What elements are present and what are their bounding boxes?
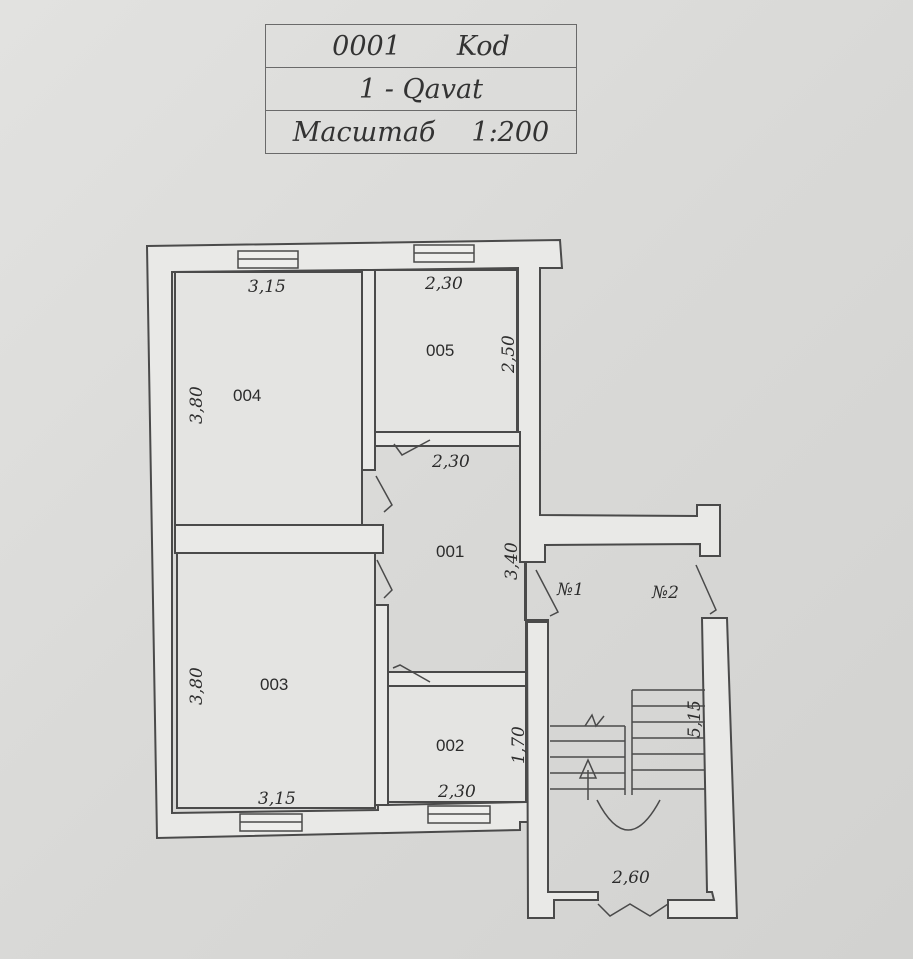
window-top-middle: [413, 244, 475, 263]
stair-outer-wall: [525, 621, 599, 919]
dim-stair-width: 2,60: [611, 868, 650, 888]
dim-003-width: 3,15: [258, 789, 296, 809]
inner-walls: [174, 269, 527, 806]
room-label-004: 004: [233, 386, 261, 405]
dim-003-height: 3,80: [187, 667, 207, 705]
window-top-left: [237, 250, 299, 269]
title-block: 0001 Kod 1 - Qavat Масштаб 1:200: [265, 24, 577, 154]
dim-001-width: 2,30: [431, 452, 470, 472]
stair-walls: [525, 617, 739, 919]
scale-label: Масштаб: [292, 117, 436, 148]
dim-002-height: 1,70: [509, 726, 529, 764]
doors: [375, 439, 717, 917]
room-label-005: 005: [426, 341, 454, 360]
title-row-floor: 1 - Qavat: [266, 68, 576, 111]
room-002-floor: [387, 685, 527, 803]
door-002: [392, 664, 431, 683]
floor-label: 1 - Qavat: [359, 73, 483, 105]
dim-005-width: 2,30: [424, 274, 463, 294]
door-n2: [695, 564, 717, 615]
staircase: [550, 689, 705, 831]
wall-004-003: [174, 524, 384, 554]
wall-001-002: [387, 671, 527, 687]
room-label-003: 003: [260, 675, 288, 694]
code-number: 0001: [332, 30, 401, 62]
scale-value: 1:200: [471, 117, 550, 148]
dim-001-height: 3,40: [502, 542, 522, 580]
stair-right-wall: [667, 617, 739, 919]
door-entrance: [597, 903, 669, 917]
windows: [237, 244, 491, 832]
dim-004-width: 3,15: [248, 277, 286, 297]
wall-hall-left: [361, 269, 376, 471]
wall-hall-left-lower: [374, 604, 389, 806]
door-005: [393, 439, 431, 456]
dim-005-height: 2,50: [499, 335, 519, 374]
code-label: Kod: [456, 30, 510, 62]
door-003: [376, 559, 393, 599]
door-004: [375, 475, 393, 513]
room-005-floor: [374, 269, 518, 433]
wall-005-001: [374, 431, 521, 447]
room-outlines: [174, 269, 527, 809]
title-row-scale: Масштаб 1:200: [266, 111, 576, 154]
window-bottom-middle: [427, 805, 491, 824]
door-n1: [535, 569, 560, 617]
room-label-001: 001: [436, 542, 464, 561]
dim-004-height: 3,80: [187, 386, 207, 424]
title-row-code: 0001 Kod: [266, 25, 576, 68]
entry-label-1: №1: [556, 580, 584, 600]
dim-002-width: 2,30: [437, 782, 476, 802]
entry-label-2: №2: [651, 583, 679, 603]
room-004-floor: [174, 271, 363, 526]
window-bottom-left: [239, 813, 303, 832]
room-label-002: 002: [436, 736, 464, 755]
dim-stair-height: 5,15: [685, 700, 705, 738]
